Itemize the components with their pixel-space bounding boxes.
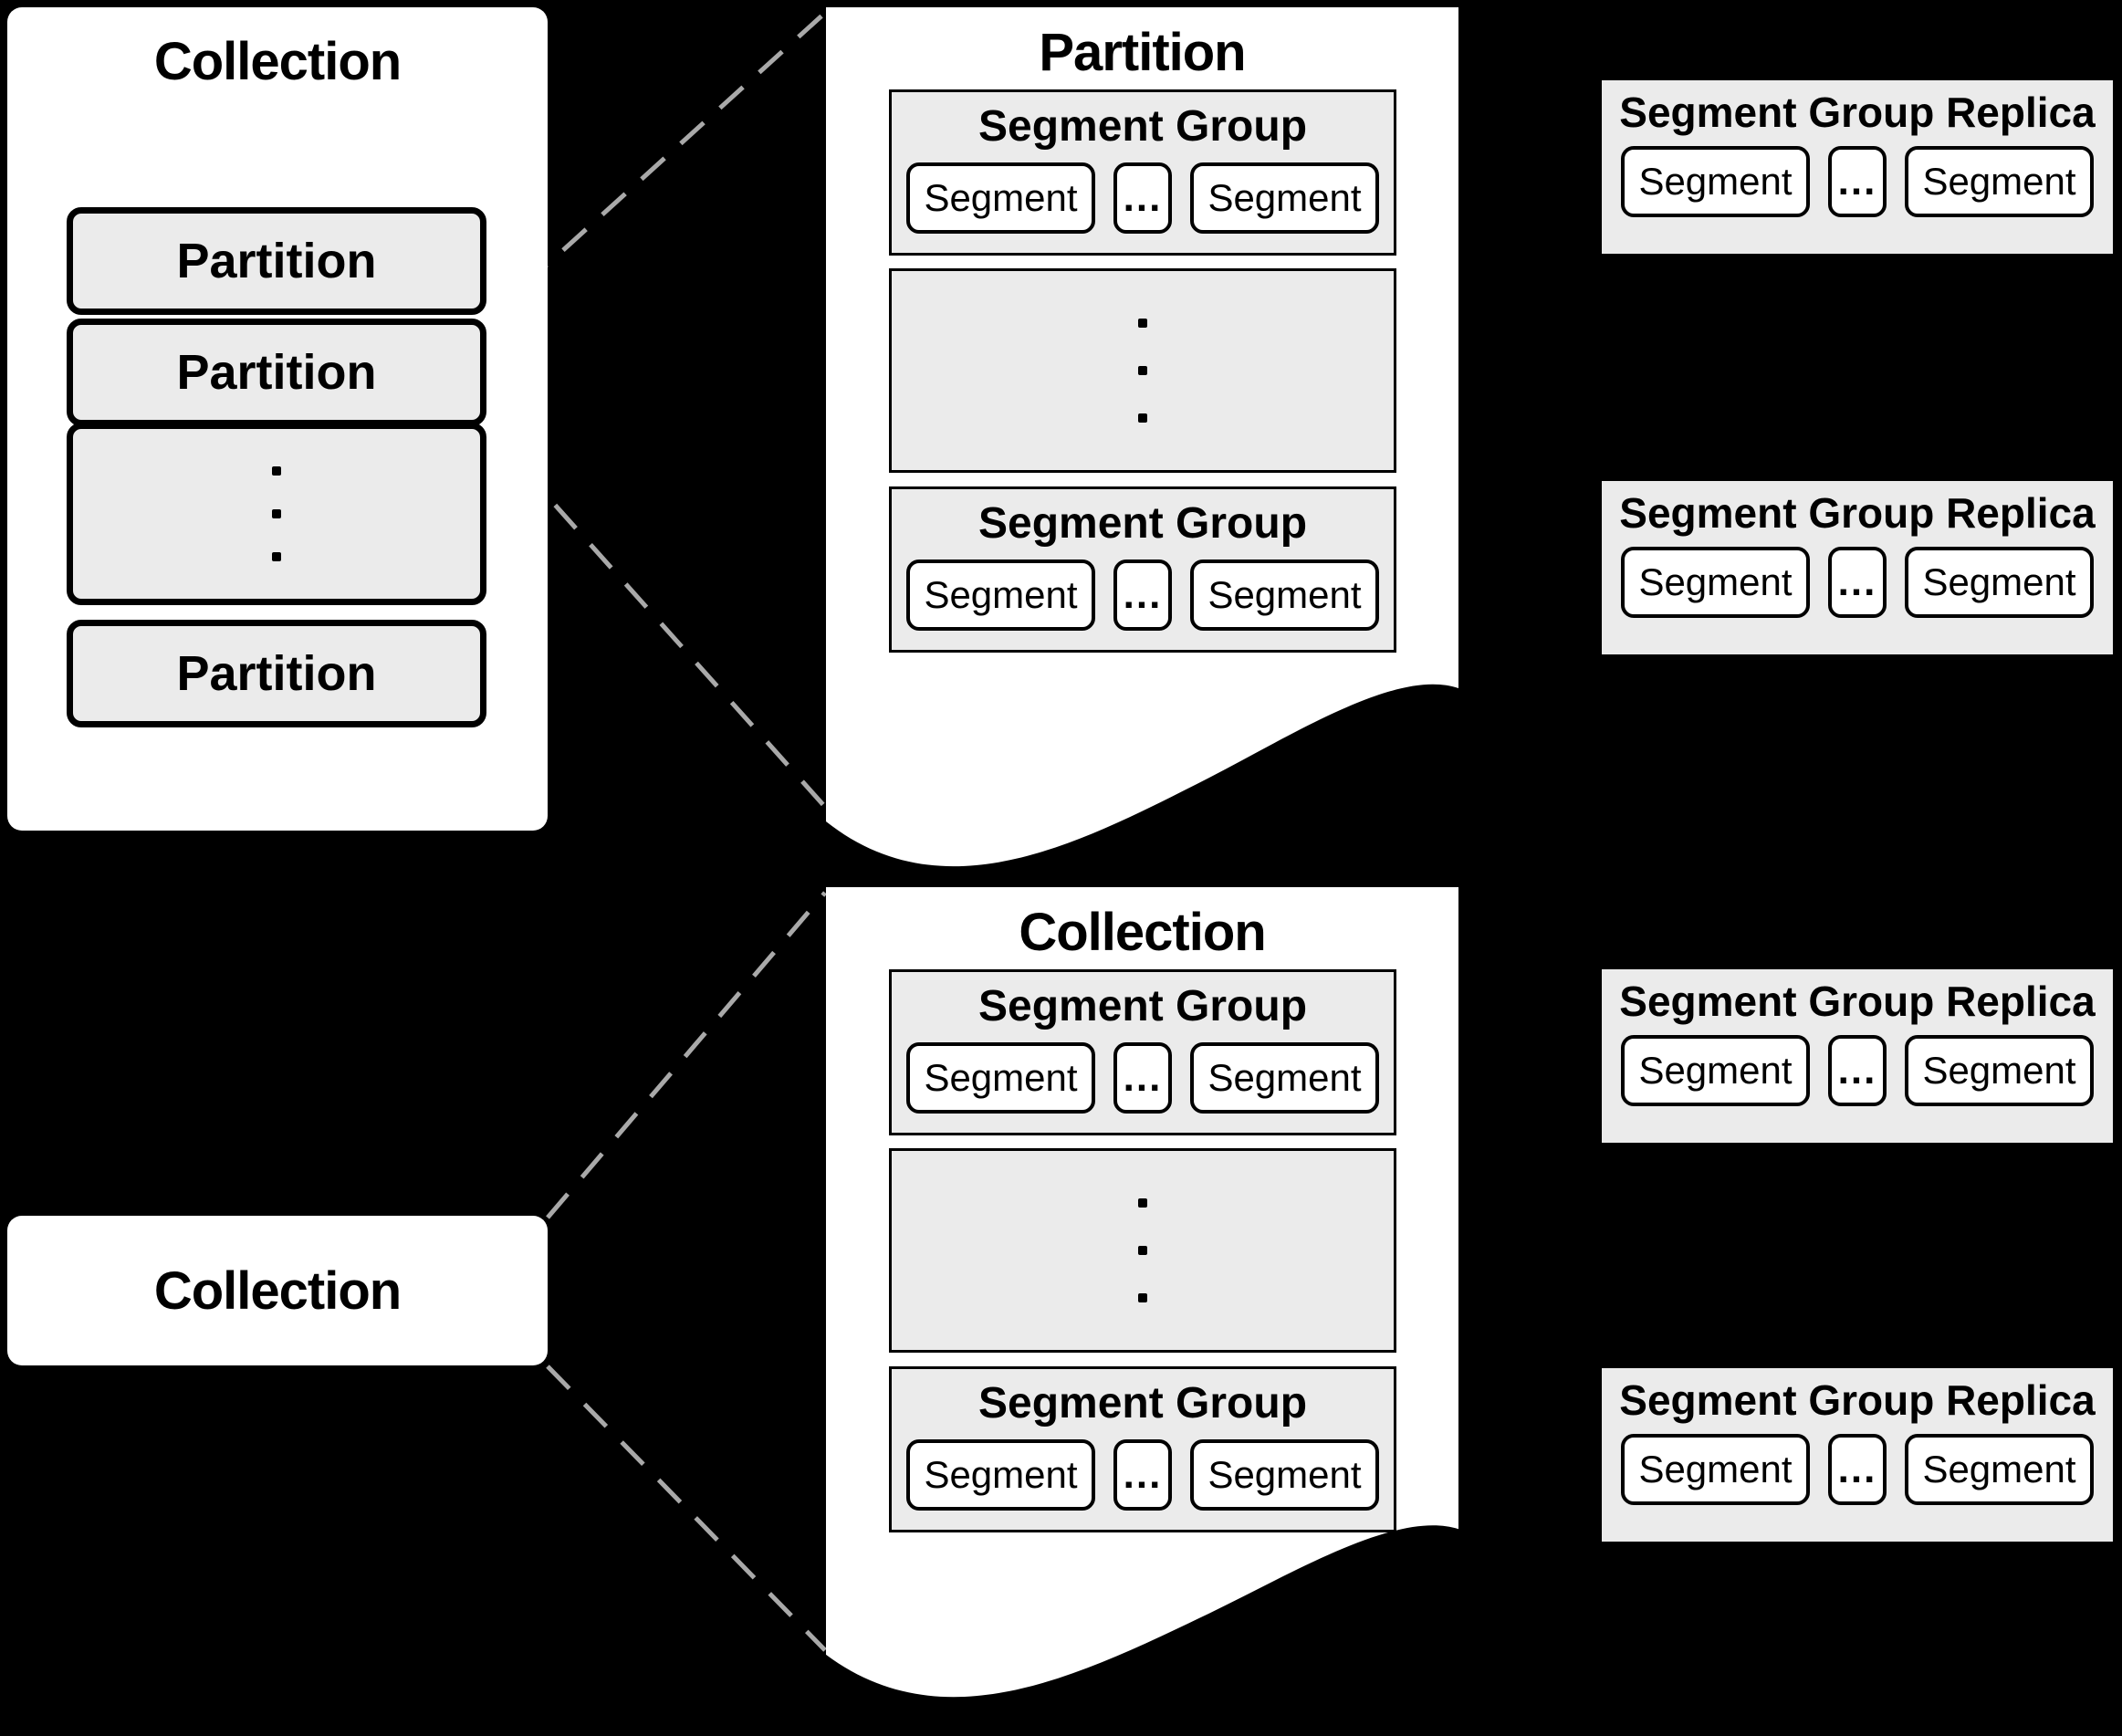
segment-group-replica-title: Segment Group Replica — [1619, 89, 2096, 136]
ellipsis-dot — [1138, 1293, 1147, 1302]
segment-row: Segment ... Segment — [892, 1439, 1394, 1511]
ellipsis-dot — [272, 552, 281, 561]
segment-group-vertical-ellipsis-box — [889, 1148, 1396, 1353]
segment-box: Segment — [1905, 1035, 2094, 1106]
segment-group-title: Segment Group — [977, 102, 1308, 151]
segment-row: Segment ... Segment — [1602, 1035, 2113, 1106]
partition-row-3: Partition — [67, 620, 486, 727]
segment-box: Segment — [1621, 1035, 1810, 1106]
segment-group-replica-title: Segment Group Replica — [1619, 978, 2096, 1025]
partition-detail-page: Partition Segment Group Segment ... Segm… — [826, 7, 1458, 884]
segment-group-box: Segment Group Segment ... Segment — [889, 1366, 1396, 1532]
segment-group-box: Segment Group Segment ... Segment — [889, 969, 1396, 1135]
segment-row: Segment ... Segment — [892, 162, 1394, 234]
segment-box: Segment — [1621, 146, 1810, 217]
horizontal-ellipsis-box: ... — [1828, 1035, 1887, 1106]
collection-card-title: Collection — [153, 1260, 402, 1321]
segment-row: Segment ... Segment — [892, 559, 1394, 631]
ellipsis-dot — [1138, 366, 1147, 375]
segment-box: Segment — [906, 1042, 1095, 1114]
ellipsis-dot — [1138, 1246, 1147, 1255]
collection-detail-page: Collection Segment Group Segment ... Seg… — [826, 887, 1458, 1713]
segment-box: Segment — [906, 1439, 1095, 1511]
partition-row-2: Partition — [67, 319, 486, 426]
segment-group-replica-box: Segment Group Replica Segment ... Segmen… — [1602, 1368, 2113, 1542]
collection-page-title: Collection — [1019, 903, 1266, 962]
segment-group-title: Segment Group — [977, 499, 1308, 548]
collection-overview-title: Collection — [153, 32, 402, 91]
segment-box: Segment — [1905, 146, 2094, 217]
horizontal-ellipsis-box: ... — [1828, 1434, 1887, 1505]
segment-group-replica-box: Segment Group Replica Segment ... Segmen… — [1602, 80, 2113, 254]
segment-row: Segment ... Segment — [892, 1042, 1394, 1114]
segment-box: Segment — [906, 162, 1095, 234]
segment-box: Segment — [1905, 547, 2094, 618]
ellipsis-dot — [1138, 413, 1147, 423]
segment-row: Segment ... Segment — [1602, 146, 2113, 217]
connector-partition-bottom-line — [483, 424, 827, 809]
segment-box: Segment — [1621, 1434, 1810, 1505]
collection-overview-box: Collection Partition Partition Partition — [7, 7, 548, 831]
segment-box: Segment — [1190, 1439, 1379, 1511]
horizontal-ellipsis-box: ... — [1113, 1042, 1172, 1114]
ellipsis-dot — [272, 509, 281, 518]
segment-box: Segment — [1190, 162, 1379, 234]
segment-box: Segment — [1190, 559, 1379, 631]
ellipsis-dot — [1138, 319, 1147, 328]
segment-group-replica-box: Segment Group Replica Segment ... Segmen… — [1602, 481, 2113, 654]
segment-group-replica-title: Segment Group Replica — [1619, 1376, 2096, 1424]
horizontal-ellipsis-box: ... — [1113, 162, 1172, 234]
horizontal-ellipsis-box: ... — [1113, 559, 1172, 631]
segment-group-title: Segment Group — [977, 1379, 1308, 1427]
ellipsis-dot — [272, 466, 281, 476]
segment-group-replica-box: Segment Group Replica Segment ... Segmen… — [1602, 969, 2113, 1143]
segment-row: Segment ... Segment — [1602, 547, 2113, 618]
segment-group-title: Segment Group — [977, 982, 1308, 1030]
segment-box: Segment — [1621, 547, 1810, 618]
partition-page-title: Partition — [1039, 23, 1246, 82]
ellipsis-dot — [1138, 1198, 1147, 1208]
segment-group-box: Segment Group Segment ... Segment — [889, 486, 1396, 653]
segment-box: Segment — [1905, 1434, 2094, 1505]
partition-row-1: Partition — [67, 207, 486, 315]
segment-box: Segment — [1190, 1042, 1379, 1114]
connector-collection-bottom-line — [546, 1365, 827, 1652]
segment-box: Segment — [906, 559, 1095, 631]
horizontal-ellipsis-box: ... — [1828, 547, 1887, 618]
partition-vertical-ellipsis-box — [67, 423, 486, 605]
segment-group-replica-title: Segment Group Replica — [1619, 489, 2096, 537]
segment-group-box: Segment Group Segment ... Segment — [889, 89, 1396, 256]
horizontal-ellipsis-box: ... — [1828, 146, 1887, 217]
segment-group-vertical-ellipsis-box — [889, 268, 1396, 473]
connector-collection-top-line — [546, 891, 827, 1219]
segment-row: Segment ... Segment — [1602, 1434, 2113, 1505]
horizontal-ellipsis-box: ... — [1113, 1439, 1172, 1511]
collection-card: Collection — [7, 1216, 548, 1365]
